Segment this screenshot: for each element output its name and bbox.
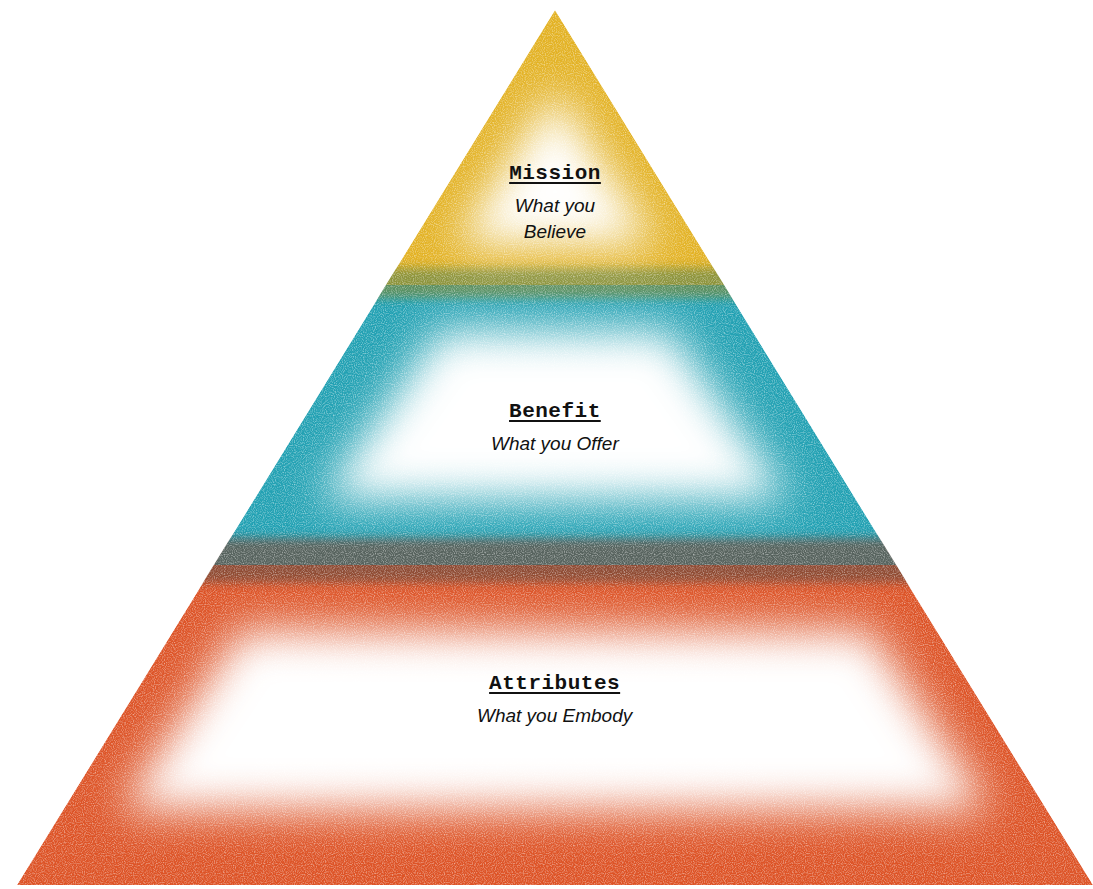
mission-band: MissionWhat you Believe bbox=[492, 158, 618, 249]
band-subtitle: What you Embody bbox=[477, 703, 632, 729]
benefit-band: BenefitWhat you Offer bbox=[483, 396, 627, 461]
band-heading: Benefit bbox=[491, 400, 619, 423]
band-heading: Mission bbox=[500, 162, 610, 185]
attributes-band: AttributesWhat you Embody bbox=[469, 668, 640, 733]
band-heading: Attributes bbox=[477, 672, 632, 695]
band-subtitle: What you Offer bbox=[491, 431, 619, 457]
band-subtitle: What you Believe bbox=[500, 193, 610, 245]
